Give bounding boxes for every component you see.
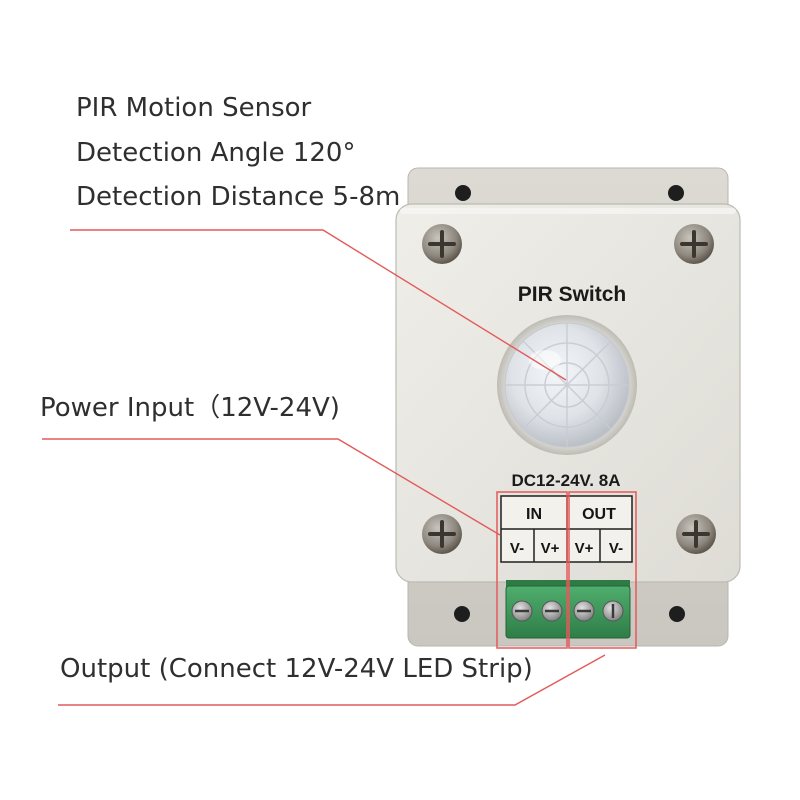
screw-icon [422,514,462,554]
sensor-callout-line [70,229,567,381]
terminal-screw [602,600,624,622]
output-annotation: Output (Connect 12V-24V LED Strip) [60,654,533,684]
in-positive-label: V+ [541,540,560,557]
out-negative-label: V- [609,540,623,557]
sensor-distance-annotation: Detection Distance 5-8m [76,182,401,212]
pir-lens [497,315,637,455]
out-group-label: OUT [582,506,616,523]
sensor-angle-annotation: Detection Angle 120° [76,138,356,168]
screw-icon [674,224,714,264]
input-highlight-box [496,491,568,649]
in-group-label: IN [526,506,542,523]
in-negative-label: V- [510,540,524,557]
output-highlight-box [568,491,637,649]
rating-label: DC12-24V. 8A [512,471,621,490]
output-callout-line [58,654,606,706]
mount-hole [669,606,685,622]
device-label: PIR Switch [518,283,627,306]
power-input-annotation: Power Input（12V-24V) [40,393,340,423]
mount-hole [454,606,470,622]
terminal-block [505,580,631,639]
screw-icon [676,514,716,554]
terminal-screw [573,600,595,622]
screw-icon [422,224,462,264]
power-callout-line [42,438,501,536]
out-positive-label: V+ [575,540,594,557]
terminal-screw [511,600,533,622]
sensor-title-annotation: PIR Motion Sensor [76,93,312,123]
terminal-screw [541,600,563,622]
mount-hole [455,185,471,201]
mount-hole [668,185,684,201]
